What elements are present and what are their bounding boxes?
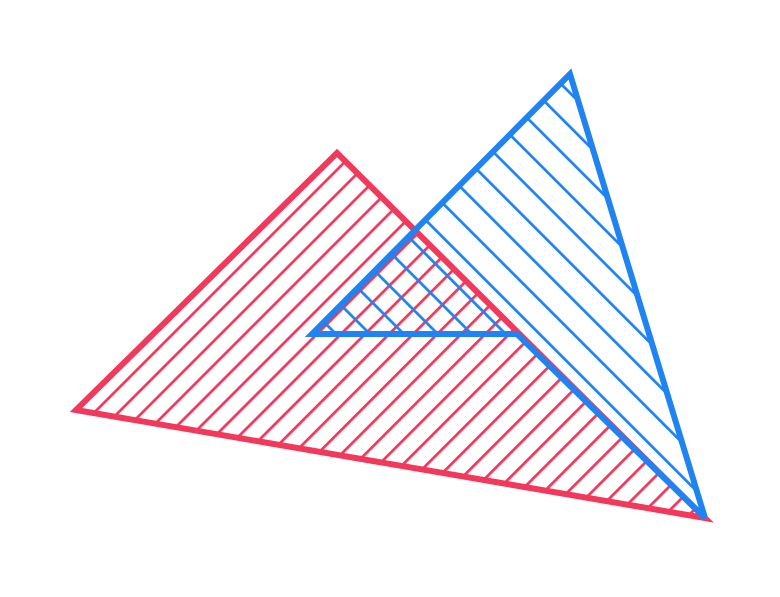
blue-triangle-outline bbox=[304, 68, 708, 521]
blue-triangle bbox=[304, 68, 708, 521]
blue-triangle-hatch bbox=[312, 74, 705, 518]
